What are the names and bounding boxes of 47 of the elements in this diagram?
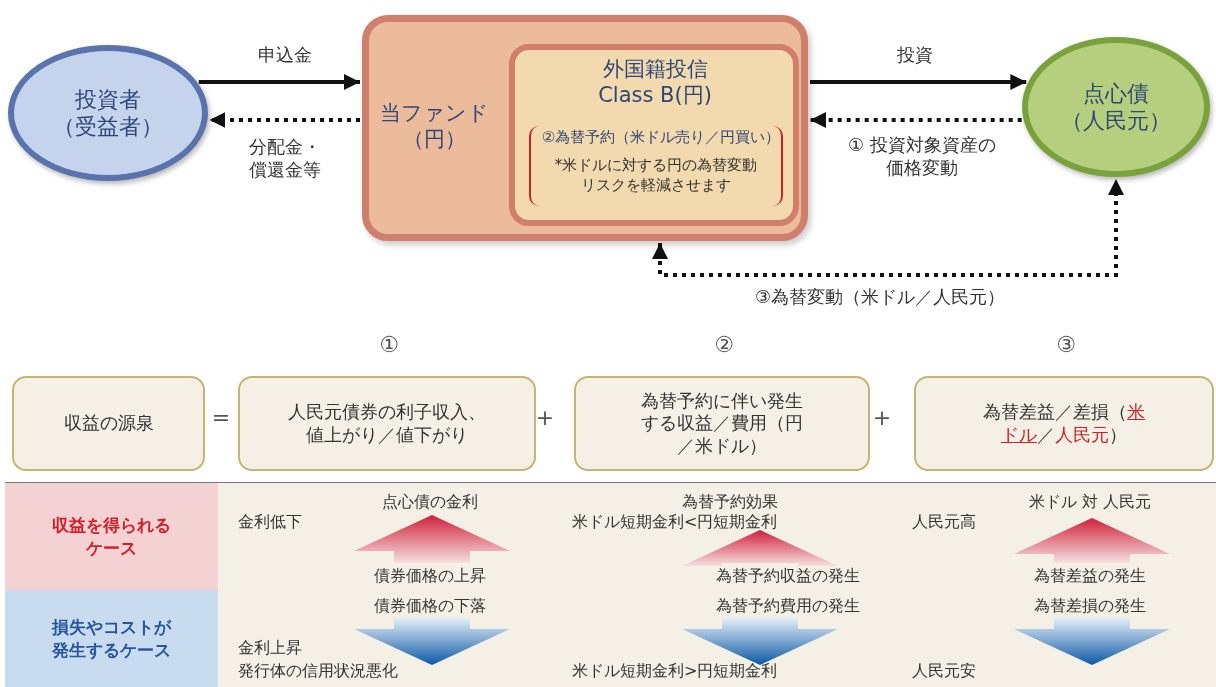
cell-text: 金利低下 — [238, 512, 303, 532]
edge-label: ③為替変動（米ドル／人民元） — [753, 286, 1007, 309]
node-label: 点心債（人民元） — [1060, 79, 1172, 135]
row-header: 損失やコストが発生するケース — [5, 590, 218, 687]
box-heading: 外国籍投信 Class B(円) — [597, 56, 713, 109]
operator-sign: + — [534, 405, 556, 430]
note-text: ②為替予約（米ドル売り／円買い） — [541, 128, 781, 147]
cell-text: 米ドル 対 人民元 — [1027, 492, 1153, 512]
arrow — [652, 179, 1124, 277]
node-label: 投資者（受益者） — [52, 85, 164, 141]
cell-text: 発行体の信用状況悪化 — [238, 661, 399, 681]
operator-sign: = — [210, 405, 232, 430]
edge-label: ① 投資対象資産の価格変動 — [847, 134, 997, 179]
cell-text: 為替差益の発生 — [1033, 566, 1147, 586]
cell-text: 為替予約収益の発生 — [715, 566, 860, 586]
box-text: 人民元債券の利子収入、値上がり／値下がり — [287, 401, 487, 446]
rounded-box — [509, 44, 799, 226]
box-text: 収益の源泉 — [62, 412, 155, 435]
cell-text: 米ドル短期金利>円短期金利 — [572, 661, 779, 681]
arrow — [810, 74, 1027, 90]
cell-text: 人民元安 — [912, 661, 977, 681]
arrow — [810, 112, 1022, 128]
edge-label: 申込金 — [257, 44, 313, 67]
cell-text: 米ドル短期金利<円短期金利 — [572, 512, 779, 532]
edge-label: 投資 — [896, 44, 934, 67]
row-header: 収益を得られるケース — [5, 483, 218, 590]
cell-text: 金利上昇 — [238, 638, 303, 658]
circled-number: ② — [713, 332, 735, 357]
cell-text: 為替差損の発生 — [1033, 596, 1147, 616]
rounded-box — [12, 376, 205, 471]
rounded-box — [362, 15, 808, 241]
node-label: 当ファンド（円） — [378, 100, 490, 153]
box-text: 為替予約に伴い発生する収益／費用（円／米ドル） — [640, 389, 804, 458]
operator-sign: + — [871, 405, 893, 430]
edge-label: 分配金・償還金等 — [248, 136, 322, 181]
cell-text: 為替予約効果 — [681, 492, 779, 512]
box-text: 為替差益／差損（米ドル／人民元） — [982, 401, 1146, 446]
cell-text: 債券価格の上昇 — [373, 566, 487, 586]
cell-text: 為替予約費用の発生 — [715, 596, 860, 616]
arrow — [198, 74, 360, 90]
circled-number: ③ — [1055, 332, 1077, 357]
arrow — [209, 112, 360, 128]
note-text: *米ドルに対する円の為替変動リスクを軽減させます — [553, 156, 759, 195]
cell-text: 債券価格の下落 — [373, 596, 487, 616]
circled-number: ① — [378, 332, 400, 357]
cell-text: 点心債の金利 — [381, 492, 479, 512]
cell-text: 人民元高 — [912, 512, 977, 532]
